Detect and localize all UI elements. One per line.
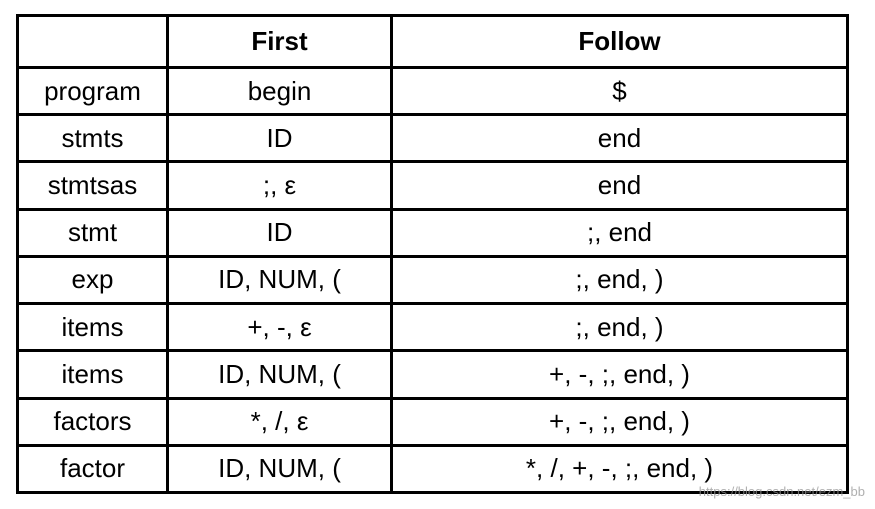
nonterminal-cell: items [16,349,169,400]
follow-set-cell: *, /, +, -, ;, end, ) [390,443,849,495]
follow-set-cell: end [390,113,849,164]
follow-set-cell: ;, end [390,207,849,258]
nonterminal-cell: stmts [16,113,169,164]
follow-set-cell: ;, end, ) [390,254,849,306]
nonterminal-cell: items [16,302,169,353]
nonterminal-cell: factor [16,443,169,495]
first-follow-table: First Follow program begin $ stmts ID en… [16,14,849,495]
first-set-cell: ID, NUM, ( [166,349,393,400]
watermark-text: https://blog.csdn.net/ezm_bb [698,484,865,499]
follow-set-cell: end [390,160,849,211]
header-first: First [166,14,393,69]
nonterminal-cell: program [16,65,169,117]
table-row: exp ID, NUM, ( ;, end, ) [16,254,849,306]
first-set-cell: ID, NUM, ( [166,443,393,495]
table-row: items ID, NUM, ( +, -, ;, end, ) [16,349,849,400]
first-set-cell: ID [166,207,393,258]
table-row: items +, -, ε ;, end, ) [16,302,849,353]
first-set-cell: ;, ε [166,160,393,211]
first-set-cell: *, /, ε [166,396,393,447]
table-row: factor ID, NUM, ( *, /, +, -, ;, end, ) [16,443,849,495]
follow-set-cell: ;, end, ) [390,302,849,353]
first-set-cell: ID, NUM, ( [166,254,393,306]
table-row: stmt ID ;, end [16,207,849,258]
table-header-row: First Follow [16,14,849,69]
table-row: program begin $ [16,65,849,117]
table-row: stmts ID end [16,113,849,164]
first-set-cell: +, -, ε [166,302,393,353]
follow-set-cell: $ [390,65,849,117]
nonterminal-cell: factors [16,396,169,447]
nonterminal-cell: stmtsas [16,160,169,211]
header-corner [16,14,169,69]
follow-set-cell: +, -, ;, end, ) [390,396,849,447]
first-set-cell: ID [166,113,393,164]
first-set-cell: begin [166,65,393,117]
nonterminal-cell: exp [16,254,169,306]
follow-set-cell: +, -, ;, end, ) [390,349,849,400]
table-row: stmtsas ;, ε end [16,160,849,211]
table-row: factors *, /, ε +, -, ;, end, ) [16,396,849,447]
nonterminal-cell: stmt [16,207,169,258]
header-follow: Follow [390,14,849,69]
